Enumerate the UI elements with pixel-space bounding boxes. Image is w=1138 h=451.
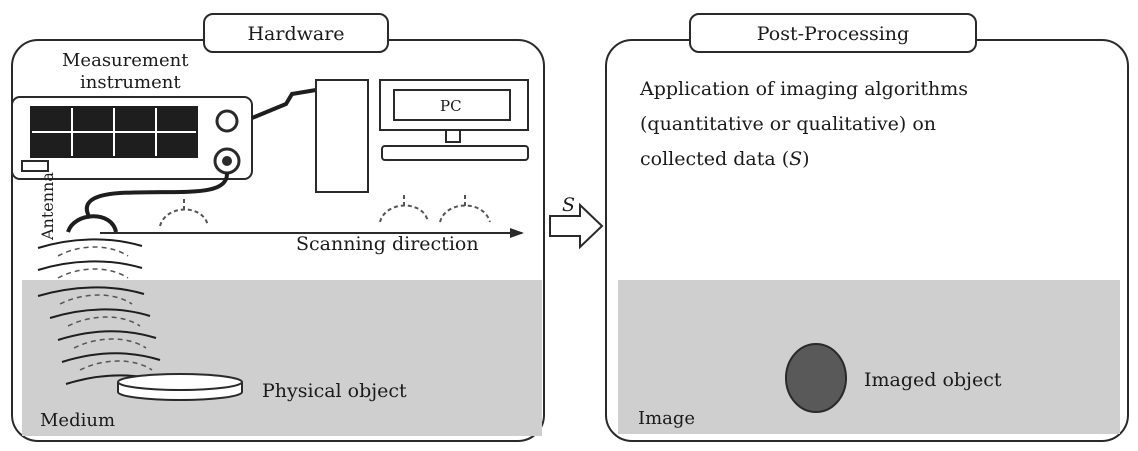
imaged-object xyxy=(785,343,847,413)
measurement-instrument xyxy=(11,96,253,180)
pc-monitor xyxy=(379,79,529,143)
medium-region xyxy=(22,280,542,436)
scanning-direction-label: Scanning direction xyxy=(296,233,479,255)
antenna xyxy=(66,214,118,233)
imaged-object-label: Imaged object xyxy=(864,369,1002,391)
post-processing-panel: Post-Processing Application of imaging a… xyxy=(605,13,1129,442)
instrument-label-line1: Measurement xyxy=(62,50,189,71)
transfer-arrow xyxy=(549,202,604,250)
pc-cable xyxy=(251,88,317,120)
physical-object xyxy=(117,373,243,401)
pc-keyboard xyxy=(381,145,529,161)
transfer-label: S xyxy=(562,194,575,216)
algorithm-desc-line2: (quantitative or qualitative) on xyxy=(640,113,936,135)
data-transfer: S xyxy=(549,194,604,250)
instrument-label-line2: instrument xyxy=(80,72,181,93)
physical-object-label: Physical object xyxy=(262,380,407,402)
algorithm-desc-line1: Application of imaging algorithms xyxy=(639,78,968,100)
hardware-panel: Hardware Measurement instrument xyxy=(11,13,545,442)
instrument-slot xyxy=(21,160,49,172)
hardware-title-tab xyxy=(203,13,389,53)
scan-position-markers xyxy=(159,194,491,227)
pc-label: PC xyxy=(440,97,462,115)
instrument-knob xyxy=(215,109,239,133)
antenna-label: Antenna xyxy=(38,172,57,241)
post-processing-title: Post-Processing xyxy=(757,23,909,45)
antenna-cable xyxy=(84,172,230,220)
wavefront-dashes xyxy=(57,246,153,371)
medium-label: Medium xyxy=(40,410,115,431)
hardware-title: Hardware xyxy=(247,23,344,45)
image-label: Image xyxy=(638,408,695,429)
algorithm-desc-line3: collected data (S) xyxy=(640,148,810,170)
image-region xyxy=(618,280,1120,434)
pc-tower xyxy=(315,79,369,193)
post-processing-title-tab xyxy=(689,13,977,53)
